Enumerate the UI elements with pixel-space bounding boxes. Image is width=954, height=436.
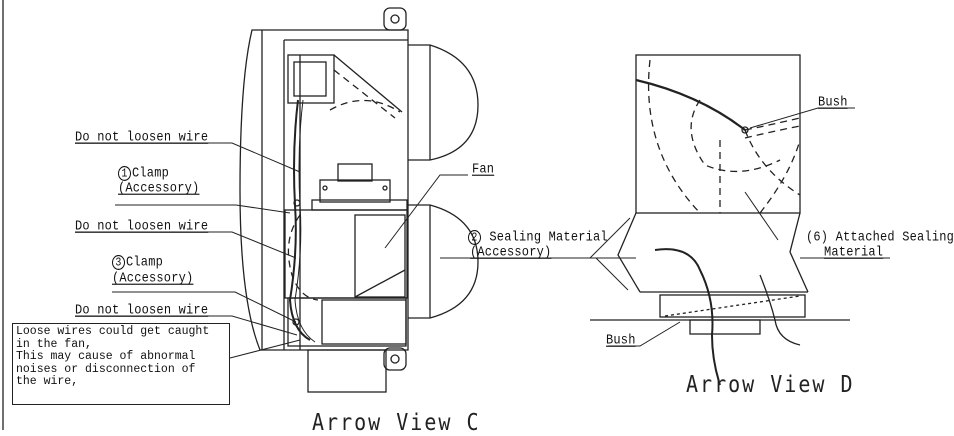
electrical-box [287, 54, 335, 104]
attached-sealing-material: Material [824, 243, 884, 260]
clamp-1-text: Clamp [132, 164, 170, 181]
bottom-spigot [307, 349, 387, 393]
clamp-1-mark [293, 199, 301, 207]
caption-arrow-view-d: Arrow View D [686, 370, 855, 398]
clamp-3-text: Clamp [126, 253, 164, 270]
fan-motor [319, 179, 391, 203]
sealing-number: 2 [468, 230, 481, 245]
wire-warning-label-2: Do not loosen wire [75, 217, 209, 234]
leaders-view-c [75, 142, 468, 359]
top-bracket [383, 7, 407, 31]
unit-body-view-c [239, 7, 479, 393]
sealing-text: Sealing Material [489, 228, 608, 245]
flange-plate [659, 294, 806, 318]
wire-view-d [635, 78, 746, 131]
fan-label: Fan [472, 160, 495, 177]
bush-label-bottom: Bush [606, 331, 636, 348]
bottom-bracket [383, 347, 407, 371]
clamp-1-number: 1 [118, 166, 131, 181]
caption-arrow-view-c: Arrow View C [312, 408, 481, 436]
bush-top-mark [741, 126, 749, 134]
leaders-view-d [608, 107, 890, 347]
wire-warning-label-3: Do not loosen wire [75, 301, 209, 318]
wire-warning-label-1: Do not loosen wire [75, 128, 209, 145]
clamp-3-mark [292, 318, 300, 326]
view-d-box [590, 54, 850, 386]
leaders-middle [440, 217, 636, 291]
warning-note-box: Loose wires could get caught in the fan,… [12, 323, 230, 405]
sealing-accessory: (Accessory) [470, 243, 552, 260]
clamp-1-accessory: (Accessory) [118, 179, 200, 196]
sealing-material-label: 2 Sealing Material [468, 230, 608, 245]
clamp-3-number: 3 [112, 255, 125, 270]
attached-sealing-label: (6) Attached Sealing [806, 228, 954, 245]
clamp-3-accessory: (Accessory) [112, 269, 194, 286]
bush-label-top: Bush [818, 93, 848, 110]
